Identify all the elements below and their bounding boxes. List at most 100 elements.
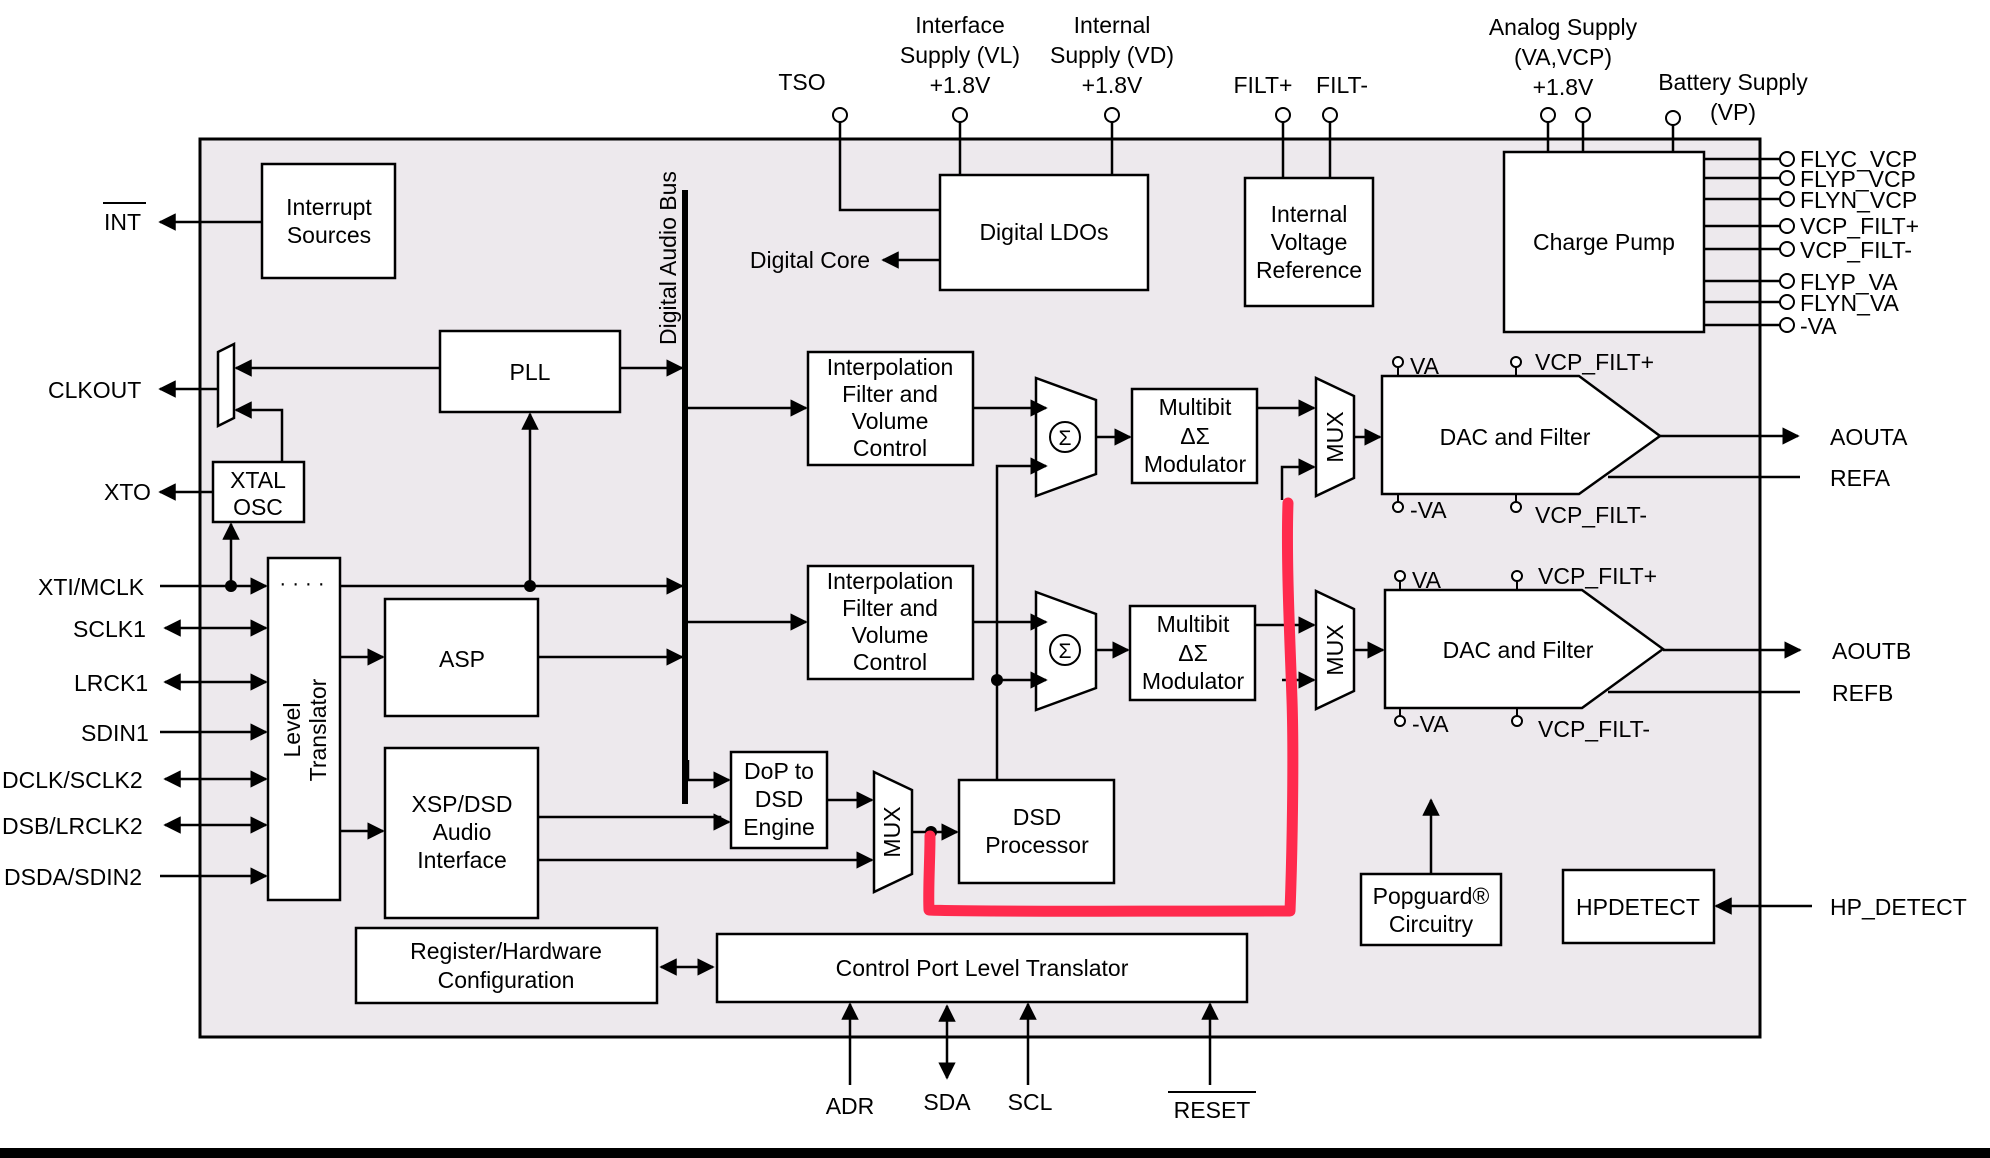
- hpdetect-block: [1561, 868, 1716, 945]
- hp-detect-label: HP_DETECT: [1830, 894, 1967, 920]
- flyn-vcp-label: FLYN_VCP: [1800, 187, 1917, 213]
- xsp-dsd-l1: XSP/DSD: [412, 791, 513, 817]
- refb-label: REFB: [1832, 680, 1893, 706]
- modulator-a-block: [1130, 387, 1259, 485]
- interp-filter-b-block: [806, 564, 975, 681]
- interrupt-sources-block: [260, 162, 397, 280]
- xsp-dsd-l2: Audio: [433, 819, 492, 845]
- modulator-a-l1: Multibit: [1159, 394, 1232, 420]
- internal-voltage-reference-block: [1243, 176, 1375, 308]
- bottom-bar: [0, 1148, 1990, 1158]
- xti-mclk-label: XTI/MCLK: [38, 574, 145, 600]
- charge-pump-label: Charge Pump: [1533, 229, 1675, 255]
- digital-ldos-block: [938, 173, 1150, 292]
- dac-a-va: VA: [1410, 353, 1440, 379]
- dac-b-vcp-filt-minus: VCP_FILT-: [1538, 716, 1650, 742]
- dac-filter-a: [1380, 374, 1663, 496]
- dac-a-vcp-filt-plus: VCP_FILT+: [1535, 349, 1654, 375]
- interp-b-l2: Filter and: [842, 595, 938, 621]
- battery-supply-l1: Battery Supply: [1658, 69, 1808, 95]
- ivr-l2: Voltage: [1271, 229, 1348, 255]
- interface-supply-l3: +1.8V: [930, 72, 991, 98]
- popguard-l1: Popguard®: [1373, 883, 1490, 909]
- analog-supply-l2: (VA,VCP): [1514, 44, 1612, 70]
- sigma-a-label: Σ: [1059, 427, 1072, 450]
- interp-a-l4: Control: [853, 435, 927, 461]
- modulator-b-l2: ΔΣ: [1178, 640, 1208, 666]
- internal-supply-l1: Internal: [1074, 12, 1151, 38]
- clkout-label: CLKOUT: [48, 377, 141, 403]
- left-pin-labels: INT CLKOUT XTO XTI/MCLK SCLK1 LRCK1 SDIN…: [2, 202, 151, 890]
- dop-l2: DSD: [755, 786, 804, 812]
- pll-label: PLL: [510, 359, 551, 385]
- modulator-a-l3: Modulator: [1144, 451, 1247, 477]
- refa-label: REFA: [1830, 465, 1891, 491]
- dac-filter-b: [1383, 588, 1666, 710]
- asp-label: ASP: [439, 646, 485, 672]
- dac-b-va: VA: [1412, 567, 1442, 593]
- dac-a-neg-va: -VA: [1410, 497, 1447, 523]
- ivr-l3: Reference: [1256, 257, 1362, 283]
- dsd-processor-block: [957, 778, 1116, 885]
- charge-pump-pins: [1779, 151, 1795, 333]
- bottom-pin-labels: ADR SDA SCL RESET: [826, 1089, 1256, 1123]
- xtal-osc-block: [211, 460, 306, 524]
- reset-label: RESET: [1174, 1097, 1251, 1123]
- digital-ldos-label: Digital LDOs: [979, 219, 1108, 245]
- neg-va-label: -VA: [1800, 313, 1837, 339]
- aouta-label: AOUTA: [1830, 424, 1908, 450]
- top-pins: TSO Interface Supply (VL) +1.8V Internal…: [778, 12, 1808, 212]
- hpdetect-label: HPDETECT: [1576, 894, 1700, 920]
- interp-filter-a-block: [806, 350, 975, 467]
- scl-label: SCL: [1008, 1089, 1053, 1115]
- dsb-lrclk2-label: DSB/LRCLK2: [2, 813, 143, 839]
- vcp-filt-minus-label: VCP_FILT-: [1800, 237, 1912, 263]
- xsp-dsd-l3: Interface: [417, 847, 507, 873]
- control-port-label: Control Port Level Translator: [836, 955, 1129, 981]
- control-port-block: [715, 932, 1249, 1004]
- ivr-l1: Internal: [1271, 201, 1348, 227]
- red-annotation-line: [923, 497, 1299, 917]
- lrck1-label: LRCK1: [74, 670, 148, 696]
- interface-supply-l1: Interface: [915, 12, 1005, 38]
- interp-b-l3: Volume: [852, 622, 929, 648]
- level-translator-l1: Level: [279, 703, 305, 758]
- sdin1-label: SDIN1: [81, 720, 149, 746]
- filt-plus-label: FILT+: [1233, 72, 1292, 98]
- xtal-osc-l2: OSC: [233, 494, 283, 520]
- int-label: INT: [104, 209, 141, 235]
- interp-b-l1: Interpolation: [827, 568, 954, 594]
- dop-l3: Engine: [743, 814, 815, 840]
- aoutb-label: AOUTB: [1832, 638, 1911, 664]
- dclk-sclk2-label: DCLK/SCLK2: [2, 767, 143, 793]
- mux-b: [1314, 589, 1356, 711]
- dop-to-dsd-block: [729, 750, 829, 850]
- dop-l1: DoP to: [744, 758, 814, 784]
- level-translator-block: [266, 556, 342, 902]
- interp-a-l2: Filter and: [842, 381, 938, 407]
- interface-supply-l2: Supply (VL): [900, 42, 1020, 68]
- sigma-b-label: Σ: [1059, 640, 1072, 663]
- xto-label: XTO: [104, 479, 151, 505]
- adr-label: ADR: [826, 1093, 875, 1119]
- modulator-b-block: [1128, 604, 1257, 702]
- popguard-l2: Circuitry: [1389, 911, 1474, 937]
- dsda-sdin2-label: DSDA/SDIN2: [4, 864, 142, 890]
- mux-b-label: MUX: [1322, 624, 1348, 675]
- flyc-vcp-label: FLYC_VCP: [1800, 146, 1917, 172]
- interrupt-sources-l2: Sources: [287, 222, 371, 248]
- dac-a-vcp-filt-minus: VCP_FILT-: [1535, 502, 1647, 528]
- modulator-b-l1: Multibit: [1157, 611, 1230, 637]
- flyp-va-label: FLYP_VA: [1800, 269, 1898, 295]
- dac-b-neg-va: -VA: [1412, 711, 1449, 737]
- xtal-osc-l1: XTAL: [230, 467, 286, 493]
- dac-b-vcp-filt-plus: VCP_FILT+: [1538, 563, 1657, 589]
- interp-b-l4: Control: [853, 649, 927, 675]
- sda-label: SDA: [923, 1089, 971, 1115]
- register-config-l1: Register/Hardware: [410, 938, 602, 964]
- mux-a-label: MUX: [1322, 411, 1348, 462]
- interrupt-sources-l1: Interrupt: [286, 194, 372, 220]
- level-translator-dots: · · · ·: [279, 572, 324, 595]
- sigma-a: [1049, 421, 1081, 453]
- mux-a: [1314, 376, 1356, 498]
